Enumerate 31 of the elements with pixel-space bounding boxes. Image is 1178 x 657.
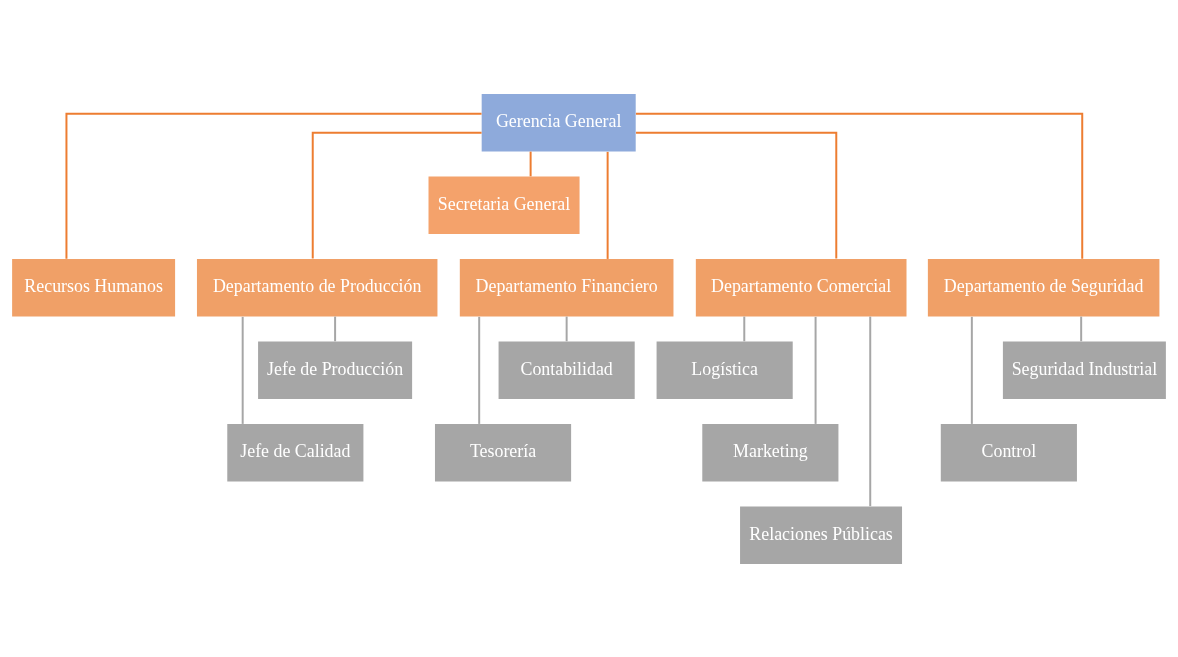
- connector: [529, 150, 532, 177]
- node-box: Departamento de Producción: [196, 258, 438, 317]
- connector: [241, 315, 244, 425]
- node-box: Relaciones Públicas: [740, 505, 903, 564]
- connector: [606, 150, 609, 260]
- node-box: Gerencia General: [481, 93, 636, 152]
- node-box: Logística: [656, 340, 793, 399]
- node-box: Jefe de Producción: [258, 340, 413, 399]
- node-box: Departamento Financiero: [459, 258, 674, 317]
- node-box: Marketing: [702, 423, 839, 482]
- connector: [334, 315, 337, 342]
- node-box: Control: [940, 423, 1077, 482]
- connector: [478, 315, 481, 425]
- node-box: Recursos Humanos: [12, 258, 176, 317]
- node-box: Secretaria General: [428, 175, 580, 234]
- connector: [743, 315, 746, 342]
- connector: [635, 131, 838, 260]
- connector: [970, 315, 973, 425]
- connector: [65, 112, 483, 260]
- connector: [634, 112, 1084, 260]
- connector: [565, 315, 568, 342]
- node-box: Contabilidad: [498, 340, 635, 399]
- node-box: Tesorería: [434, 423, 572, 482]
- node-box: Jefe de Calidad: [227, 423, 364, 482]
- connector: [311, 131, 483, 260]
- connector: [869, 315, 872, 507]
- node-box: Departamento Comercial: [695, 258, 907, 317]
- node-box: Seguridad Industrial: [1002, 340, 1166, 399]
- connector: [1080, 315, 1083, 342]
- connector: [814, 315, 817, 425]
- node-box: Departamento de Seguridad: [927, 258, 1160, 317]
